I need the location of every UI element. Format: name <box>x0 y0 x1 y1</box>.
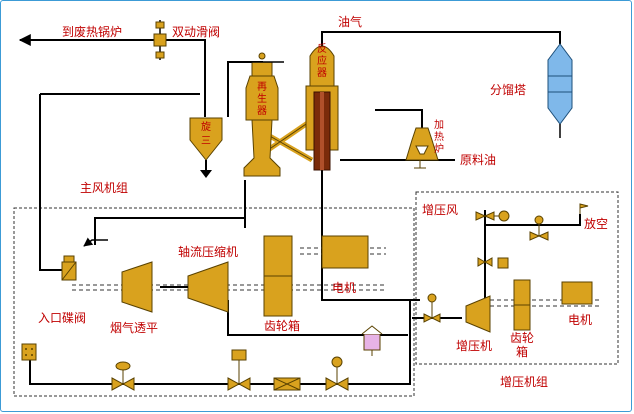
label-flue-gas-expander: 烟气透平 <box>110 320 158 335</box>
label-inlet-butterfly-valve: 入口碟阀 <box>38 311 86 325</box>
pipes-top <box>18 31 561 301</box>
label-oil-gas: 油气 <box>338 14 362 29</box>
label-double-slide-valve: 双动滑阀 <box>172 25 220 39</box>
double-slide-valve <box>153 20 167 60</box>
svg-text:热: 热 <box>434 130 444 143</box>
label-motor: 电机 <box>332 281 356 295</box>
fractionator <box>547 43 573 138</box>
arrow-up-icon <box>200 170 212 178</box>
svg-text:器: 器 <box>317 67 327 79</box>
valve-icon[interactable] <box>477 257 493 267</box>
label-booster: 增压机 <box>456 339 492 353</box>
label-heating-furnace: 加 热 炉 <box>434 119 444 155</box>
svg-text:旋: 旋 <box>201 120 211 133</box>
label-gearbox: 齿轮箱 <box>264 318 300 333</box>
valve-icon[interactable] <box>475 211 495 221</box>
inlet-butterfly-valve[interactable] <box>61 255 77 281</box>
third-stage-cyclone: 旋 三 <box>189 117 223 178</box>
flag-icon <box>579 203 589 209</box>
svg-text:反: 反 <box>317 43 327 55</box>
main-fan-unit-boundary <box>13 207 415 397</box>
booster-gearbox <box>513 279 531 331</box>
label-booster-air: 增压风 <box>422 203 458 217</box>
booster-unit-boundary <box>415 191 619 365</box>
svg-text:炉: 炉 <box>434 143 444 155</box>
svg-text:三: 三 <box>201 136 211 147</box>
standpipes <box>266 117 314 163</box>
heating-furnace <box>405 127 439 169</box>
svg-text:箱: 箱 <box>516 344 528 359</box>
regenerator-label-1: 再 <box>257 81 267 93</box>
flue-gas-expander <box>121 261 153 313</box>
booster-valves[interactable] <box>423 210 549 323</box>
silencer-icon <box>363 333 381 351</box>
bottom-line-devices <box>21 325 383 391</box>
label-fractionator: 分馏塔 <box>490 83 526 97</box>
reactor: 反 应 器 <box>305 43 339 171</box>
main-motor <box>321 235 369 269</box>
label-vent: 放空 <box>584 216 608 231</box>
valve-icon <box>153 33 167 47</box>
flag-icon <box>21 343 37 361</box>
main-gearbox <box>263 235 293 317</box>
label-to-waste-heat-boiler: 到废热锅炉 <box>62 24 122 39</box>
label-booster-motor: 电机 <box>568 313 592 327</box>
svg-text:应: 应 <box>317 54 327 67</box>
label-main-fan-unit: 主风机组 <box>80 181 128 195</box>
axial-compressor <box>160 261 229 313</box>
label-feed-oil: 原料油 <box>460 153 496 167</box>
label-axial-compressor: 轴流压缩机 <box>178 244 238 259</box>
regenerator-label-3: 器 <box>257 105 267 117</box>
vent-flag <box>579 203 589 214</box>
label-booster-gearbox: 齿轮 箱 <box>510 331 534 359</box>
gauge-icon <box>331 356 343 368</box>
svg-text:齿轮: 齿轮 <box>510 331 534 345</box>
booster-compressor <box>465 295 491 333</box>
svg-text:加: 加 <box>434 119 444 131</box>
regenerator: 再 生 器 <box>240 52 284 177</box>
regenerator-label-2: 生 <box>257 92 267 105</box>
booster-motor <box>561 281 593 305</box>
label-booster-unit: 增压机组 <box>500 375 548 389</box>
